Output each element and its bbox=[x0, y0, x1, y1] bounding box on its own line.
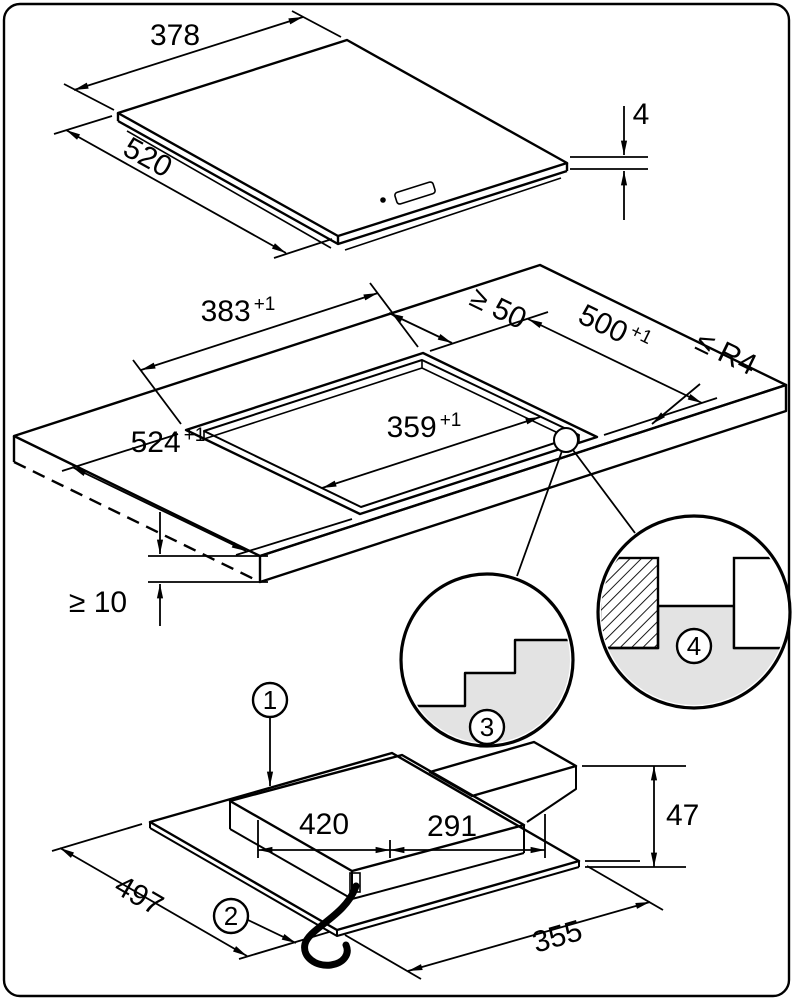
dim-355-label: 355 bbox=[529, 914, 586, 960]
detail-4-badge bbox=[675, 627, 713, 665]
detail-4-number: 4 bbox=[687, 631, 701, 661]
dim-378-label: 378 bbox=[150, 19, 200, 52]
callout-1-number: 1 bbox=[263, 685, 277, 715]
dim-383-label: 383+1 bbox=[201, 294, 276, 328]
dim-47-label: 47 bbox=[666, 799, 699, 832]
dim-420-291: 420 291 bbox=[257, 808, 546, 858]
detail-marker-circle bbox=[553, 427, 579, 453]
dim-4-thickness: 4 bbox=[570, 98, 649, 220]
appliance-section-hatched bbox=[601, 556, 660, 650]
detail-circle-4: 4 bbox=[596, 514, 792, 710]
detail-leader-lines bbox=[516, 449, 636, 577]
dim-291-label: 291 bbox=[427, 810, 477, 843]
glass-top-face bbox=[116, 38, 569, 238]
cutout-outer-rebate bbox=[184, 351, 599, 516]
dim-378: 378 bbox=[63, 10, 342, 111]
housing-step-face bbox=[526, 766, 577, 823]
callout-2-number: 2 bbox=[224, 901, 238, 931]
housing-side-faces bbox=[229, 801, 525, 900]
callout-1-badge bbox=[251, 681, 289, 719]
detail-3-badge bbox=[468, 708, 506, 746]
adjacent-element-section bbox=[732, 556, 787, 650]
control-display bbox=[394, 181, 436, 205]
dim-359: 359+1 bbox=[321, 410, 541, 489]
mains-cable bbox=[301, 882, 360, 969]
cooktop-top-view: 378 520 4 bbox=[53, 10, 649, 259]
detail-3-number: 3 bbox=[480, 712, 494, 742]
cutout-inner-wall bbox=[203, 360, 580, 444]
dim-47: 47 bbox=[582, 765, 699, 868]
dim-corner-radius-label: ≤ R4 bbox=[691, 325, 762, 382]
dim-520: 520 bbox=[53, 115, 333, 259]
dim-500-label: 500+1 bbox=[573, 297, 655, 360]
underframe-edges bbox=[126, 130, 562, 251]
worktop-hidden-edge bbox=[13, 460, 261, 584]
dim-383: 383+1 bbox=[132, 282, 419, 425]
glass-plate-face bbox=[148, 751, 581, 932]
detail-circle-3: 3 bbox=[399, 572, 575, 748]
cooktop-underside-view: 1 2 420 291 47 bbox=[51, 681, 699, 980]
dim-corner-radius: ≤ R4 bbox=[651, 325, 762, 425]
dim-359-label: 359+1 bbox=[387, 410, 462, 444]
callout-1: 1 bbox=[251, 681, 289, 787]
dim-min-thickness: ≥ 10 bbox=[69, 512, 268, 626]
sensor-dot-icon bbox=[380, 197, 386, 203]
dim-min-thickness-label: ≥ 10 bbox=[69, 586, 127, 619]
dim-524: 524+1 bbox=[61, 425, 353, 556]
dim-420-label: 420 bbox=[299, 808, 349, 841]
dim-500: 500+1 bbox=[527, 297, 718, 436]
worktop-front-face bbox=[258, 383, 788, 584]
dim-524-label: 524+1 bbox=[131, 425, 206, 459]
dim-520-label: 520 bbox=[118, 131, 178, 184]
glass-thickness-edges bbox=[116, 113, 569, 246]
dim-4-label: 4 bbox=[633, 98, 650, 131]
dim-497-label: 497 bbox=[109, 869, 169, 923]
glass-plate-thickness bbox=[149, 822, 580, 937]
